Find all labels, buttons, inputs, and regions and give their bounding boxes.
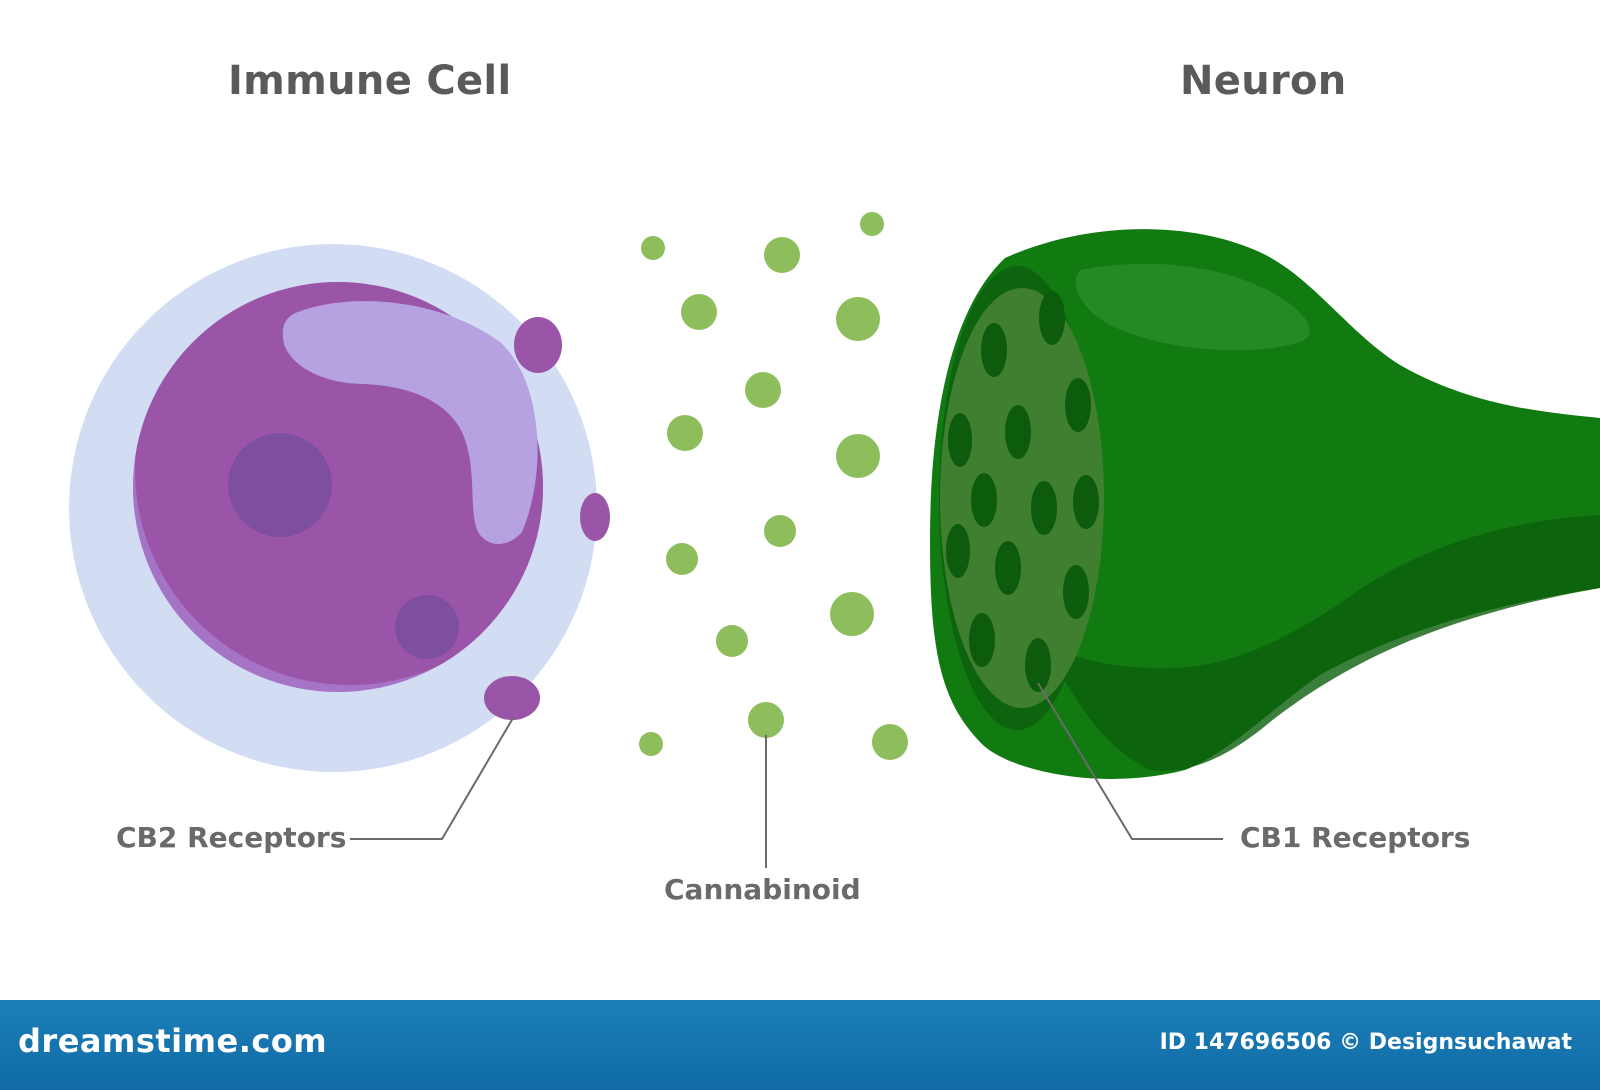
- neuron-lower-shade: [1045, 515, 1600, 771]
- cb2-receptor: [580, 493, 610, 541]
- cb2-receptor: [514, 317, 562, 373]
- cb1-receptor: [995, 541, 1021, 595]
- organelle: [395, 595, 459, 659]
- cannabinoid-dot: [745, 372, 781, 408]
- watermark-brand: dreamstime.com: [18, 1022, 328, 1060]
- cannabinoid-molecules: [639, 212, 908, 760]
- cb1-receptors-label: CB1 Receptors: [1240, 821, 1471, 854]
- cb1-receptor: [971, 473, 997, 527]
- cb1-receptor: [1031, 481, 1057, 535]
- cb1-receptor: [1065, 378, 1091, 432]
- cb2-receptor: [484, 676, 540, 720]
- cb1-receptor: [946, 524, 970, 578]
- watermark-credit: ID 147696506 © Designsuchawat: [1159, 1030, 1572, 1055]
- cb1-receptor: [1039, 291, 1065, 345]
- cb1-receptor: [1073, 475, 1099, 529]
- leader-lines: [350, 682, 1223, 868]
- neuron-terminal: [930, 229, 1600, 779]
- crescent-nucleus: [282, 301, 538, 544]
- cb1-receptor: [1063, 565, 1089, 619]
- cannabinoid-dot: [836, 434, 880, 478]
- cb1-receptor: [948, 413, 972, 467]
- cannabinoid-dot: [639, 732, 663, 756]
- watermark-footer: dreamstime.com ID 147696506 © Designsuch…: [0, 1000, 1600, 1090]
- cb1-leader-line: [1037, 682, 1223, 840]
- cb1-receptor: [981, 323, 1007, 377]
- cannabinoid-dot: [764, 237, 800, 273]
- cannabinoid-label: Cannabinoid: [664, 873, 861, 906]
- cannabinoid-dot: [667, 415, 703, 451]
- cannabinoid-dot: [641, 236, 665, 260]
- cannabinoid-dot: [748, 702, 784, 738]
- cannabinoid-dot: [830, 592, 874, 636]
- immune-cell: [69, 244, 610, 772]
- diagram-canvas: [69, 212, 1600, 868]
- cb1-receptor: [1025, 638, 1051, 692]
- cannabinoid-dot: [716, 625, 748, 657]
- cannabinoid-dot: [860, 212, 884, 236]
- neuron-highlight: [1075, 263, 1310, 351]
- neuron-axon: [930, 229, 1600, 779]
- cannabinoid-dot: [872, 724, 908, 760]
- cb1-receptor: [969, 613, 995, 667]
- cannabinoid-dot: [764, 515, 796, 547]
- cannabinoid-dot: [836, 297, 880, 341]
- synaptic-face: [940, 288, 1104, 708]
- cb2-leader-line: [350, 717, 514, 840]
- neuron-title: Neuron: [1180, 58, 1347, 104]
- immune-cell-title: Immune Cell: [228, 58, 512, 104]
- cannabinoid-dot: [681, 294, 717, 330]
- cannabinoid-dot: [666, 543, 698, 575]
- cb1-receptor: [1005, 405, 1031, 459]
- cb2-receptors-label: CB2 Receptors: [116, 821, 347, 854]
- organelle: [228, 433, 332, 537]
